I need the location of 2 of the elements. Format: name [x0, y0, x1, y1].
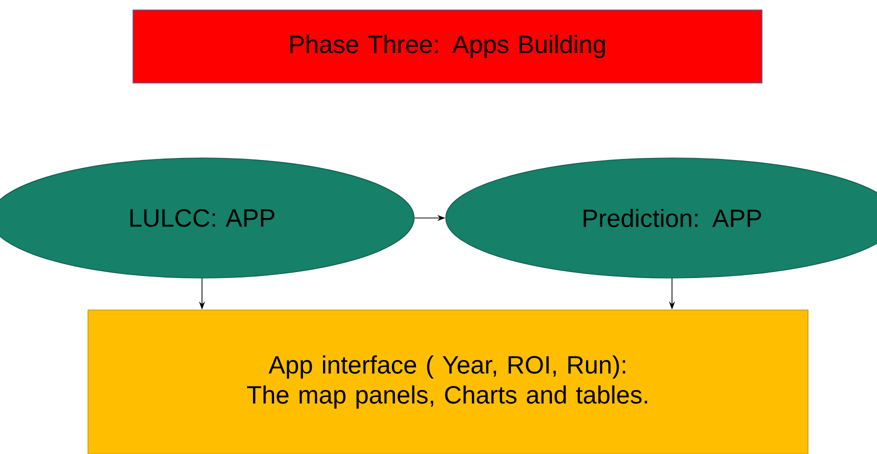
title-box: Phase Three: Apps Building: [132, 10, 762, 84]
interface-box: App interface ( Year, ROI, Run): The map panels, Charts and tables.: [88, 310, 808, 454]
